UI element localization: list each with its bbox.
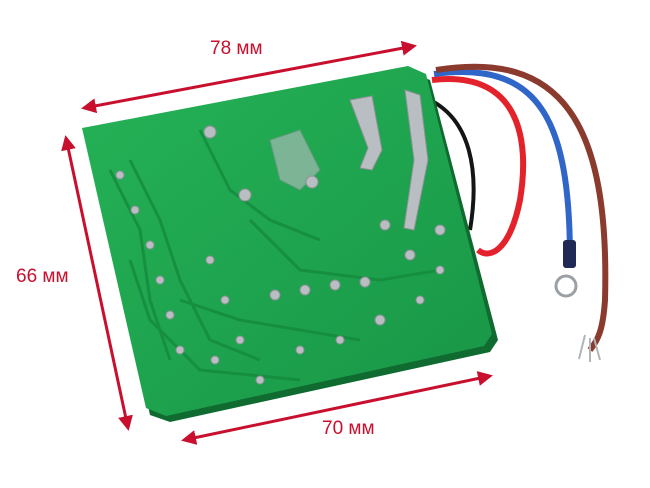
- solder-pads: [115, 89, 446, 385]
- bottom-dimension-label: 70 мм: [322, 418, 375, 439]
- blue-wire: [433, 69, 573, 261]
- solder-strip-2: [403, 89, 429, 231]
- brown-wire: [435, 63, 609, 352]
- dimension-lines: [61, 40, 493, 445]
- top-dimension-arrow: [81, 40, 417, 114]
- left-dimension-arrow: [61, 135, 133, 431]
- left-dimension-label: 66 мм: [16, 266, 69, 287]
- bottom-dimension-arrow: [181, 371, 493, 445]
- red-wire: [431, 76, 527, 257]
- ring-terminal: [554, 274, 578, 298]
- frayed-wire-end: [578, 334, 601, 362]
- top-dimension-label: 78 мм: [210, 38, 263, 59]
- black-wire: [429, 98, 476, 231]
- blue-wire-sleeve: [563, 240, 576, 268]
- wires: [429, 63, 609, 362]
- circuit-board: [82, 66, 498, 422]
